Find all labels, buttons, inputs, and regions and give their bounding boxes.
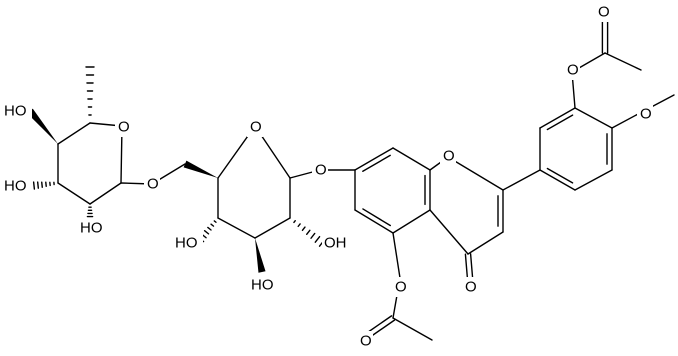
svg-text:HO: HO xyxy=(4,103,27,120)
svg-text:O: O xyxy=(465,279,477,296)
bond-c2-b1 xyxy=(502,169,541,191)
atom-label-o-ketone: O xyxy=(462,277,478,297)
glc-c6-bond xyxy=(183,160,218,178)
rha-oh3-bond xyxy=(28,181,55,191)
glc-oh2-bond xyxy=(293,220,326,247)
bond-a8-a7-inner xyxy=(362,154,391,172)
atom-label-o-acetyl-3p: O xyxy=(595,2,611,22)
glc-oh3-bond xyxy=(255,238,266,273)
bond-b4-b4O xyxy=(611,112,641,129)
atom-label-ho-rha-3: HO xyxy=(2,176,32,196)
atom-label-o-chromone-1: O xyxy=(440,146,456,166)
svg-text:O: O xyxy=(598,4,610,21)
bond-a8a-a8 xyxy=(392,147,431,171)
atom-label-o-methoxy-4p: O xyxy=(637,104,653,124)
bond-g4-g3 xyxy=(217,217,256,239)
ketone-bond-0 xyxy=(464,253,469,279)
svg-text:HO: HO xyxy=(175,235,198,252)
bond-b3-b4 xyxy=(574,107,613,129)
bond-b6-b1-inner xyxy=(546,167,574,184)
atom-label-oh-glc-2: OH xyxy=(322,233,352,253)
bond-a5-a4a xyxy=(392,209,431,234)
bond-a6-a5-inner xyxy=(362,208,391,227)
svg-text:O: O xyxy=(315,162,327,179)
bond-b2-b3-inner xyxy=(546,114,574,131)
svg-text:O: O xyxy=(360,333,372,350)
bond-b5-b6 xyxy=(574,169,613,191)
atom-label-ho-glc-3: HO xyxy=(249,275,279,295)
bond-e5C-e5Me xyxy=(392,317,433,341)
bond-a5-e5O xyxy=(392,232,401,279)
atom-label-ho-rha-4: HO xyxy=(2,101,32,121)
atom-label-o-glc-ring: O xyxy=(247,117,263,137)
atom-labels: HO HO HO O O O O HO HO OH O O O O O O O xyxy=(2,2,653,351)
ketone-bond-1 xyxy=(469,253,474,279)
bond-r4-r5 xyxy=(57,122,91,145)
svg-text:O: O xyxy=(250,119,262,136)
bond-c3-c4 xyxy=(467,231,504,255)
svg-text:O: O xyxy=(395,279,407,296)
rha-methyl-bond xyxy=(85,66,95,116)
atom-label-ho-glc-4: HO xyxy=(173,233,203,253)
rha-oh4-bond xyxy=(27,108,58,144)
svg-text:OH: OH xyxy=(324,235,347,252)
atom-label-o-rha-ring: O xyxy=(115,117,131,137)
bond-b2-b3 xyxy=(539,107,576,129)
svg-text:O: O xyxy=(443,148,455,165)
bond-r2-r3 xyxy=(57,182,91,205)
bond-o1-c2 xyxy=(447,156,504,191)
bond-a6-a5 xyxy=(354,209,394,234)
bond-r1-r2 xyxy=(89,182,122,205)
bond-c4-a4a xyxy=(429,209,469,255)
svg-text:HO: HO xyxy=(251,277,274,294)
atom-label-o-acetyl-5: O xyxy=(357,331,373,351)
bond-a8-a7 xyxy=(354,147,394,171)
svg-text:HO: HO xyxy=(4,178,27,195)
atom-label-o-glyco-7: O xyxy=(312,160,328,180)
svg-text:O: O xyxy=(147,176,159,193)
svg-text:O: O xyxy=(640,106,652,123)
svg-text:O: O xyxy=(567,62,579,79)
atom-label-o-link-6: O xyxy=(144,174,160,194)
atom-label-o-ester-5: O xyxy=(392,277,408,297)
bond-g3-g2 xyxy=(254,217,291,239)
atom-label-o-ester-3p: O xyxy=(564,60,580,80)
svg-text:HO: HO xyxy=(80,220,103,237)
atom-label-ho-rha-2: HO xyxy=(78,218,108,238)
acetyl5-carbonyl-0 xyxy=(364,315,393,335)
bond-acC-acMe xyxy=(604,52,642,71)
bond-b6-b1 xyxy=(539,169,576,191)
svg-text:O: O xyxy=(118,119,130,136)
